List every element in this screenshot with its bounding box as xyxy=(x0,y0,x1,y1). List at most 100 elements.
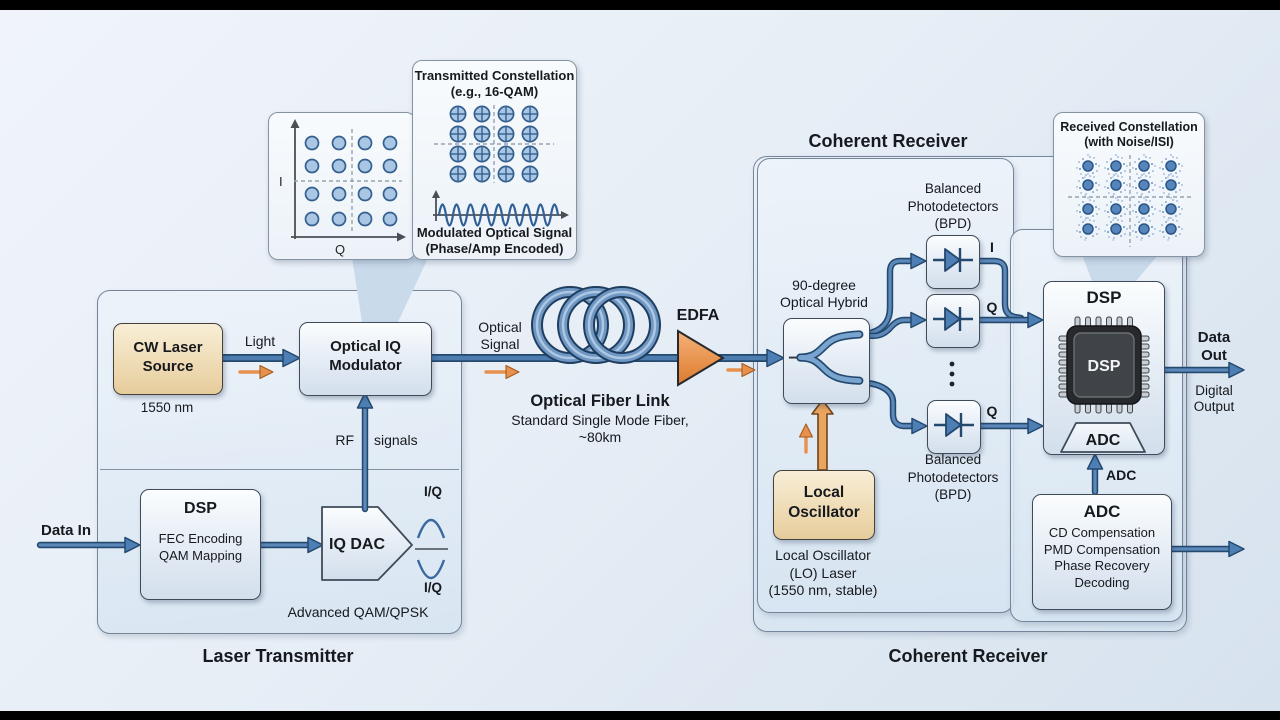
y-splitter-icon xyxy=(788,330,863,385)
bpd-label-top: Balanced Photodetectors (BPD) xyxy=(892,180,1014,233)
optical-hybrid-box xyxy=(783,318,870,404)
fiber-link-title: Optical Fiber Link xyxy=(530,392,670,410)
adc-box-line3: Phase Recovery xyxy=(1054,558,1150,573)
fiber-link-sub1: Standard Single Mode Fiber, xyxy=(511,412,689,428)
local-oscillator-box: Local Oscillator xyxy=(773,470,875,540)
adc-trapezoid: ADC xyxy=(1060,422,1146,453)
output-i-label: I xyxy=(990,239,994,255)
edfa-label: EDFA xyxy=(676,307,720,324)
chip-label: DSP xyxy=(1088,358,1121,375)
fiber-coil-icon xyxy=(531,286,661,364)
dsp-chip-icon: DSP xyxy=(1058,316,1150,414)
lo-caption-line1: Local Oscillator xyxy=(775,547,871,563)
lo-caption-line2: (LO) Laser xyxy=(789,564,857,581)
tx-dsp-title: DSP xyxy=(184,500,217,517)
receiver-title-top: Coherent Receiver xyxy=(808,131,968,151)
tx-constellation-caption1: Modulated Optical Signal xyxy=(416,225,573,240)
optical-signal-line2: Signal xyxy=(480,336,520,352)
bpd-box-bottom xyxy=(927,400,981,454)
bpd-bottom-line2: Photodetectors xyxy=(907,469,999,485)
data-out-line1: Data xyxy=(1197,329,1231,346)
tx-constellation-title2: (e.g., 16-QAM) xyxy=(450,84,539,99)
iq-dac-pentagon xyxy=(321,506,413,581)
rf-label-left: RF xyxy=(335,432,354,448)
adc-box-title: ADC xyxy=(1083,502,1121,521)
advanced-qam-note: Advanced QAM/QPSK xyxy=(287,604,429,620)
hybrid-label-line2: Optical Hybrid xyxy=(780,294,868,310)
bpd-bottom-line3: (BPD) xyxy=(934,487,972,502)
bpd-ellipsis-dots xyxy=(949,361,955,387)
cw-laser-source-box: CW Laser Source xyxy=(113,323,223,395)
optical-iq-modulator-box: Optical IQ Modulator xyxy=(299,322,432,396)
rx-dsp-title: DSP xyxy=(1086,288,1122,307)
qam16-constellation-plot xyxy=(434,105,554,183)
hybrid-to-bpd-mid-feed xyxy=(862,311,927,340)
bpd-q-output-arrow-mid xyxy=(976,311,1044,329)
noisy-constellation-plot xyxy=(1068,153,1192,247)
optical-signal-label: Optical Signal xyxy=(464,319,536,353)
photodiode-icon xyxy=(933,307,973,331)
rx-constellation-inset: Received Constellation (with Noise/ISI) xyxy=(1053,112,1205,257)
iq-dac-label: IQ DAC xyxy=(329,536,385,553)
lo-label-line2: Oscillator xyxy=(788,504,860,521)
modulated-signal-waveform xyxy=(432,190,569,227)
bpd-box-mid xyxy=(926,294,980,348)
dsp-to-dac-arrow xyxy=(255,536,324,554)
q-axis-label: Q xyxy=(335,242,345,257)
adc-to-dsp-arrow xyxy=(1086,453,1104,496)
tx-dsp-box: DSP FEC Encoding QAM Mapping xyxy=(140,489,261,600)
lo-label-line1: Local xyxy=(803,484,845,501)
cw-laser-wavelength: 1550 nm xyxy=(140,400,194,415)
adc-processing-box: ADC CD Compensation PMD Compensation Pha… xyxy=(1032,494,1172,610)
bpd-q-output-arrow-bottom xyxy=(976,417,1044,435)
photodiode-icon xyxy=(933,248,973,272)
iq-constellation-dots xyxy=(304,135,398,227)
hybrid-label-line1: 90-degree xyxy=(792,277,856,293)
iq-bottom-label: I/Q xyxy=(423,580,442,595)
iq-waveform-icon xyxy=(415,518,448,580)
rx-dsp-block: DSP DSP ADC xyxy=(1043,281,1165,455)
modulator-label-line1: Optical IQ xyxy=(330,338,401,355)
data-out-sub1: Digital xyxy=(1195,383,1233,398)
hybrid-to-bpd-top-feed xyxy=(862,252,927,338)
bpd-top-line2: Photodetectors xyxy=(907,198,999,214)
cw-laser-label-line2: Source xyxy=(142,358,194,375)
transmitter-divider xyxy=(100,469,459,470)
light-accent-arrow xyxy=(238,364,274,380)
data-out-arrow xyxy=(1159,361,1245,379)
modulator-label-line2: Modulator xyxy=(329,357,402,374)
optical-signal-line1: Optical xyxy=(478,319,522,335)
rx-constellation-title2: (with Noise/ISI) xyxy=(1084,135,1174,149)
lo-caption: Local Oscillator (LO) Laser (1550 nm, st… xyxy=(750,547,896,600)
arrowhead-icon xyxy=(766,348,785,368)
hybrid-to-bpd-bottom-feed xyxy=(862,379,928,435)
adc-box-line4: Decoding xyxy=(1074,574,1130,590)
rx-constellation-title1: Received Constellation xyxy=(1060,120,1198,134)
iq-top-label: I/Q xyxy=(423,484,442,499)
fiber-link-sub2: ~80km xyxy=(578,429,622,445)
arrowhead-icon xyxy=(282,348,301,368)
rf-label-right: signals xyxy=(374,432,418,448)
lo-to-hybrid-arrow xyxy=(811,399,834,471)
edfa-output-accent-arrow xyxy=(726,362,756,378)
tx-dsp-line2: QAM Mapping xyxy=(158,548,243,563)
tx-constellation-inset: Transmitted Constellation (e.g., 16-QAM) xyxy=(412,60,577,260)
cw-laser-label-line1: CW Laser xyxy=(133,339,203,356)
adc-box-output-arrow xyxy=(1166,540,1245,558)
tx-constellation-callout-funnel xyxy=(352,258,428,322)
output-q-bottom-label: Q xyxy=(986,403,998,419)
photodiode-icon xyxy=(934,413,974,437)
bpd-i-output-line xyxy=(975,257,1025,322)
adc-trapezoid-label: ADC xyxy=(1086,432,1121,449)
adc-arrow-label: ADC xyxy=(1106,467,1137,483)
bpd-box-top xyxy=(926,235,980,289)
iq-plane-inset: I Q xyxy=(268,112,416,260)
bpd-top-line3: (BPD) xyxy=(934,216,972,231)
receiver-section-title: Coherent Receiver xyxy=(888,646,1048,666)
data-in-label: Data In xyxy=(40,522,91,539)
rx-constellation-callout-funnel xyxy=(1082,255,1158,281)
data-out-sub2: Output xyxy=(1193,399,1235,414)
data-out-line2: Out xyxy=(1201,347,1227,364)
